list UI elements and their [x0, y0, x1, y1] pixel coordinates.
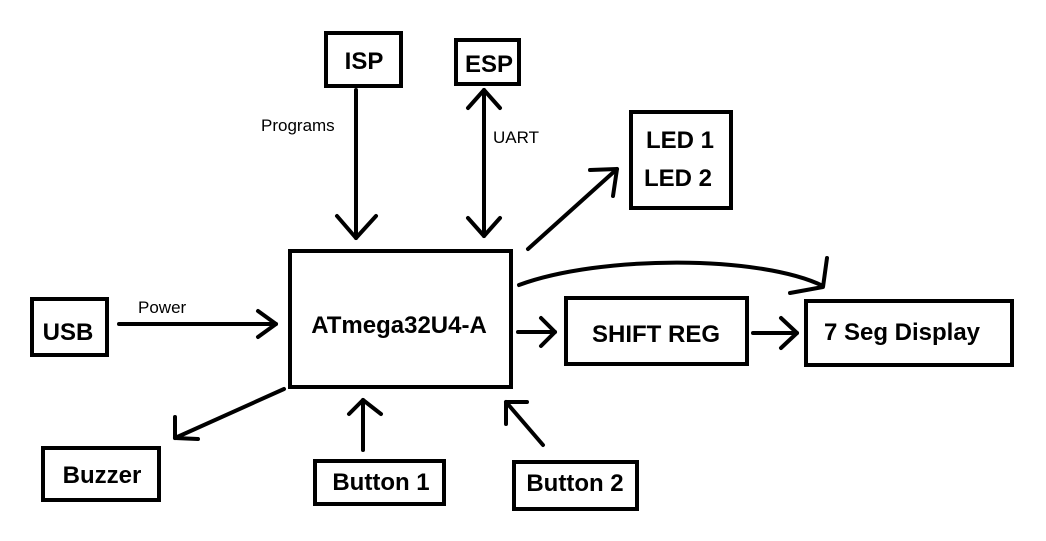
mcu-to-shift-reg-arrow	[516, 316, 557, 348]
buzzer-label: Buzzer	[63, 462, 142, 489]
esp-block: ESP	[454, 38, 521, 86]
usb-block: USB	[30, 297, 109, 357]
isp-to-mcu-arrow	[335, 88, 378, 240]
button2-block: Button 2	[512, 460, 639, 511]
mcu-to-led-arrow	[526, 167, 619, 251]
usb-to-mcu-arrow	[117, 309, 278, 339]
programs-label: Programs	[261, 116, 335, 135]
mcu-to-display-curve-arrow	[517, 256, 829, 295]
button2-to-mcu-arrow	[504, 400, 545, 447]
button1-to-mcu-arrow	[347, 398, 383, 452]
seg-display-block: 7 Seg Display	[804, 299, 1014, 367]
isp-label: ISP	[345, 48, 384, 75]
buzzer-block: Buzzer	[41, 446, 161, 502]
shift-reg-to-display-arrow	[751, 316, 799, 350]
mcu-label: ATmega32U4-A	[311, 312, 487, 339]
uart-label: UART	[493, 128, 539, 147]
power-label: Power	[138, 298, 187, 317]
led2-label: LED 2	[644, 165, 712, 192]
mcu-to-buzzer-arrow	[173, 387, 286, 441]
shift-reg-block: SHIFT REG	[564, 296, 749, 366]
button2-label: Button 2	[526, 470, 623, 497]
usb-label: USB	[43, 319, 94, 346]
mcu-block: ATmega32U4-A	[288, 249, 513, 389]
esp-label: ESP	[465, 51, 513, 78]
seg-display-label: 7 Seg Display	[824, 319, 981, 346]
isp-block: ISP	[324, 31, 403, 88]
led1-label: LED 1	[646, 127, 714, 154]
shift-reg-label: SHIFT REG	[592, 321, 720, 348]
esp-mcu-double-arrow	[466, 88, 502, 238]
button1-block: Button 1	[313, 459, 446, 506]
button1-label: Button 1	[332, 469, 429, 496]
led-block: LED 1 LED 2	[629, 110, 733, 210]
